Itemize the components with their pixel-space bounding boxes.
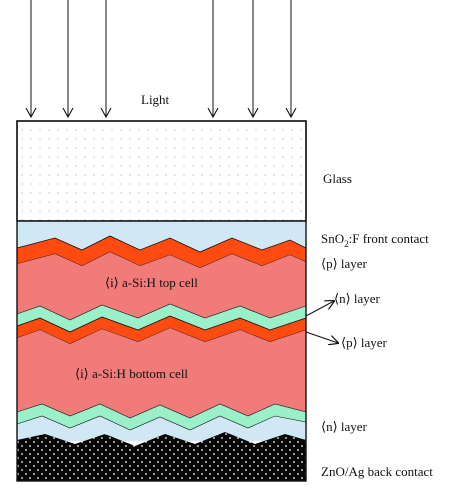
- stack-outline: [16, 120, 307, 482]
- n-layer-bottom-label: ⟨n⟩ layer: [321, 419, 368, 434]
- n-layer-middle-label: ⟨n⟩ layer: [334, 291, 381, 306]
- glass-layer: [16, 120, 307, 222]
- i-layer-top-cell: [17, 252, 306, 320]
- light-arrows: [25, 0, 297, 119]
- bottom-cell-label: ⟨i⟩ a-Si:H bottom cell: [75, 366, 188, 381]
- back-contact-layer: [17, 432, 306, 481]
- p-layer-middle-pointer: [305, 331, 338, 343]
- top-cell-label: ⟨i⟩ a-Si:H top cell: [105, 275, 198, 290]
- light-arrow-head: [247, 107, 259, 119]
- p-layer-top-label: ⟨p⟩ layer: [321, 256, 368, 271]
- light-arrow-head: [100, 107, 112, 119]
- light-arrow-head: [62, 107, 74, 119]
- light-arrow-head: [25, 107, 37, 119]
- glass-label: Glass: [323, 171, 352, 186]
- p-layer-middle-label: ⟨p⟩ layer: [341, 335, 388, 350]
- light-arrow-head: [207, 107, 219, 119]
- i-layer-bottom-cell: [17, 328, 306, 418]
- light-label: Light: [141, 92, 170, 107]
- back-contact-label: ZnO/Ag back contact: [321, 464, 433, 479]
- light-arrow-head: [285, 107, 297, 119]
- sno2-label: SnO2:F front contact: [321, 231, 429, 249]
- n-layer-middle-pointer: [305, 301, 334, 317]
